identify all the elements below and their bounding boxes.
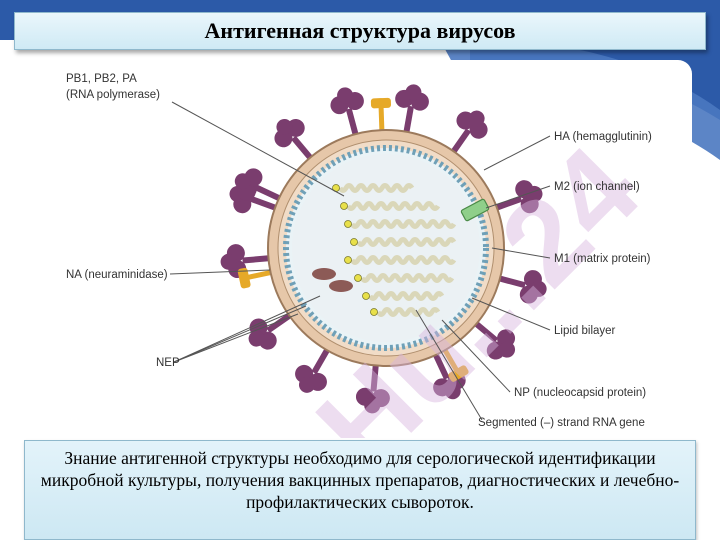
slide-title: Антигенная структура вирусов — [204, 18, 516, 43]
rna-strand — [375, 307, 441, 317]
ha-spike — [295, 343, 333, 393]
polymerase-dot — [350, 238, 358, 246]
label-m1: M1 (matrix protein) — [554, 253, 651, 265]
label-pb: PB1, PB2, PA — [66, 73, 137, 85]
polymerase-dot — [362, 292, 370, 300]
rna-strand — [349, 255, 457, 265]
rna-strand — [337, 183, 415, 193]
ha-spike — [234, 168, 286, 204]
rna-strand — [349, 219, 457, 229]
rna-strand — [359, 273, 455, 283]
label-ha: HA (hemagglutinin) — [554, 131, 652, 143]
virion-core — [292, 154, 480, 342]
label-np: NP (nucleocapsid protein) — [514, 387, 646, 399]
ha-spike — [493, 270, 547, 304]
label-na: NA (neuraminidase) — [66, 269, 168, 281]
polymerase-dot — [340, 202, 348, 210]
polymerase-dot — [344, 220, 352, 228]
nep-protein — [329, 280, 353, 292]
ha-spike — [274, 118, 317, 165]
label-nep: NEP — [156, 357, 180, 369]
polymerase-dot — [344, 256, 352, 264]
polymerase-dot — [354, 274, 362, 282]
label-segmented: Segmented (–) strand RNA gene — [478, 417, 645, 429]
m2-ion-channel — [460, 198, 490, 222]
label-m2: M2 (ion channel) — [554, 181, 640, 193]
rna-strand — [345, 201, 441, 211]
rna-segments — [332, 183, 457, 317]
caption-box: Знание антигенной структуры необходимо д… — [24, 440, 696, 540]
ha-spikes — [220, 84, 547, 414]
virus-diagram-panel: Hu...24 PB1, PB2, PA (RNA polymerase) HA… — [52, 60, 692, 438]
ha-spike — [330, 87, 364, 141]
label-lipid: Lipid bilayer — [554, 325, 616, 337]
na-spike — [370, 97, 392, 137]
label-rna-polymerase: (RNA polymerase) — [66, 89, 160, 101]
rna-strand — [355, 237, 457, 247]
ha-spike — [355, 359, 390, 414]
rna-strand — [367, 291, 445, 301]
polymerase-dot — [370, 308, 378, 316]
caption-text: Знание антигенной структуры необходимо д… — [40, 448, 680, 512]
influenza-virus-diagram: Hu...24 PB1, PB2, PA (RNA polymerase) HA… — [66, 73, 665, 438]
ha-spike — [395, 84, 429, 139]
leader-lines — [169, 101, 551, 421]
nep-protein — [312, 268, 336, 280]
title-bar: Антигенная структура вирусов — [14, 12, 706, 50]
